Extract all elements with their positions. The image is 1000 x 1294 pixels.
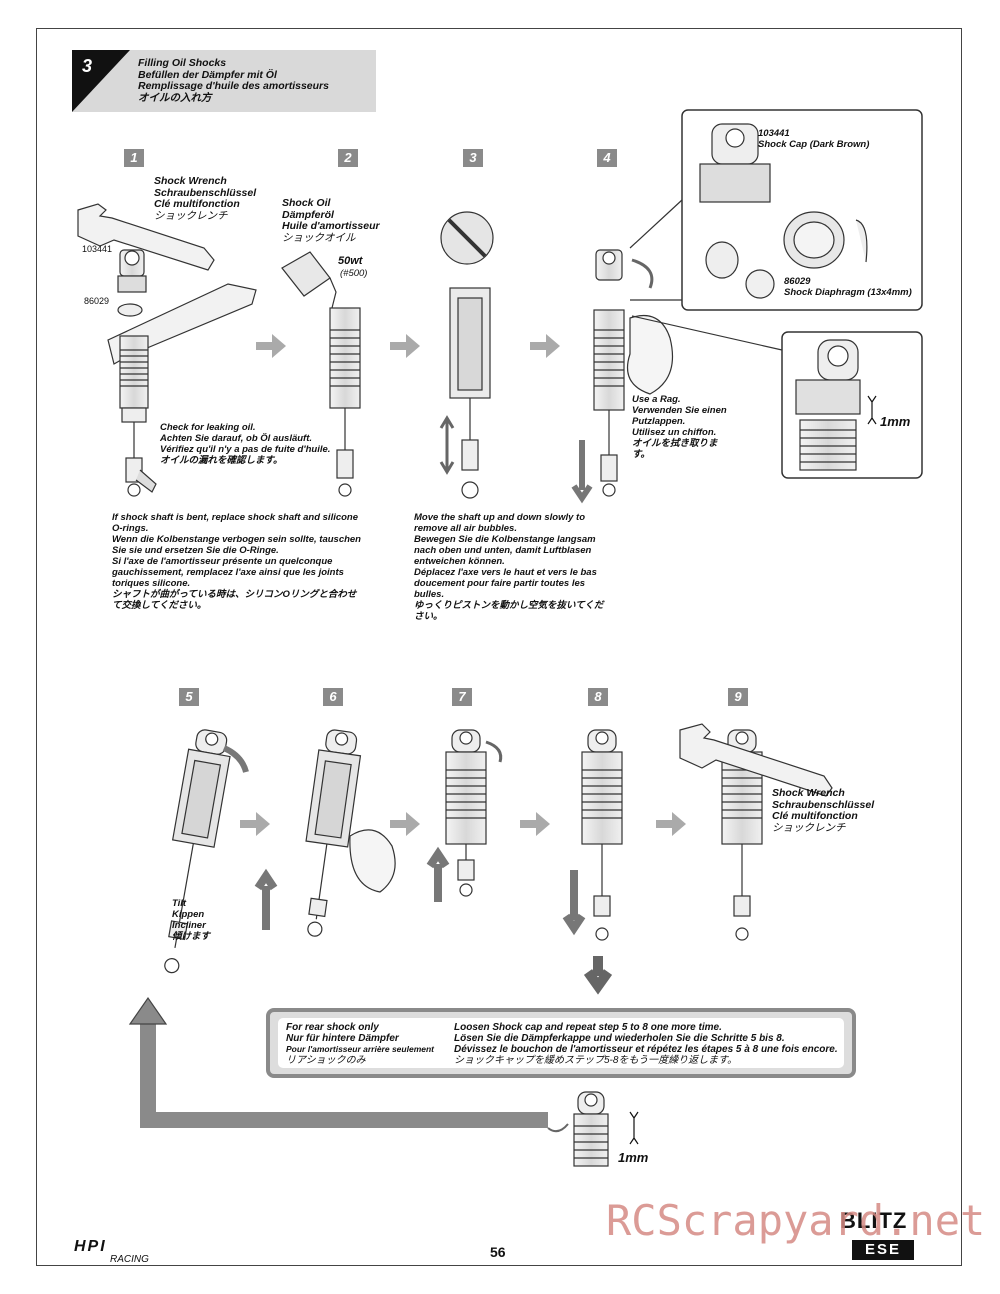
- step1-check-text: Check for leaking oil. Achten Sie darauf…: [160, 422, 331, 466]
- step-badge-3: 3: [463, 149, 483, 167]
- rear-note-right: Loosen Shock cap and repeat step 5 to 8 …: [454, 1022, 838, 1066]
- gap-label: 1mm: [880, 414, 911, 429]
- shock-tilted-icon: [305, 729, 362, 937]
- step-badge-6: 6: [323, 688, 343, 706]
- next-arrow-icon: [390, 334, 420, 358]
- section-number: 3: [82, 56, 93, 76]
- rotate-arrow-icon: [631, 258, 654, 289]
- hpi-logo-sub: RACING: [110, 1254, 149, 1265]
- next-arrow-icon: [656, 812, 686, 836]
- diaphragm-part-label: 86029 Shock Diaphragm (13x4mm): [784, 276, 912, 298]
- next-arrow-icon: [530, 334, 560, 358]
- down-arrow-icon: [562, 870, 586, 936]
- step-badge-9: 9: [728, 688, 748, 706]
- step2-oil-label: Shock Oil Dämpferöl Huile d'amortisseur …: [282, 197, 380, 244]
- step4-rag-text: Use a Rag. Verwenden Sie einen Putzlappe…: [632, 394, 727, 460]
- gap-indicator-icon: [867, 395, 877, 425]
- shock-cap-icon: [117, 249, 147, 293]
- up-down-arrow-icon: [439, 415, 455, 475]
- shock-top-detail-icon: [795, 339, 861, 471]
- shock-body-icon: [119, 335, 157, 497]
- shock-top-detail-icon: [573, 1091, 609, 1167]
- next-arrow-icon: [240, 812, 270, 836]
- part-number-diaphragm: 86029: [84, 296, 110, 306]
- step-badge-8: 8: [588, 688, 608, 706]
- shock-body-icon: [581, 729, 623, 941]
- step-badge-4: 4: [597, 149, 617, 167]
- cap-part-label: 103441 Shock Cap (Dark Brown): [758, 128, 870, 150]
- next-arrow-icon: [256, 334, 286, 358]
- rear-shock-note: For rear shock only Nur für hintere Dämp…: [266, 1008, 856, 1078]
- shock-tilted-icon: [164, 729, 231, 974]
- step-badge-1: 1: [124, 149, 144, 167]
- shock-cap-icon: [705, 241, 775, 299]
- down-arrow-icon: [583, 956, 613, 995]
- shock-body-icon: [593, 249, 625, 497]
- next-arrow-icon: [520, 812, 550, 836]
- step5-tilt-text: Tilt Kippen Incliner 傾けます: [172, 898, 211, 942]
- model-logo-sub: ESE: [852, 1240, 914, 1260]
- up-arrow-icon: [254, 868, 278, 930]
- rear-gap-label: 1mm: [618, 1150, 649, 1165]
- oil-weight: 50wt: [338, 255, 363, 267]
- no-look-icon: [440, 211, 494, 265]
- diaphragm-icon: [117, 303, 143, 317]
- next-arrow-icon: [390, 812, 420, 836]
- shock-wrench-icon: [679, 723, 833, 797]
- step-badge-5: 5: [179, 688, 199, 706]
- rag-icon: [349, 829, 396, 893]
- oil-code: (#500): [340, 268, 368, 279]
- page-number: 56: [490, 1244, 506, 1260]
- watermark: RCScrapyard.net: [606, 1196, 986, 1245]
- model-logo: BLITZ: [840, 1208, 908, 1233]
- section-title: Filling Oil Shocks Befüllen der Dämpfer …: [138, 57, 329, 104]
- rag-icon: [626, 314, 674, 395]
- rotate-arrow-icon: [547, 1123, 569, 1133]
- gap-indicator-icon: [629, 1111, 639, 1145]
- rotate-arrow-icon: [485, 740, 503, 763]
- oil-bottle-icon: [281, 251, 337, 309]
- repeat-loop-arrow: [140, 1020, 548, 1128]
- step3-note: Move the shaft up and down slowly to rem…: [414, 512, 604, 622]
- shock-cap-icon: [699, 123, 771, 203]
- step-badge-7: 7: [452, 688, 472, 706]
- step1-tool-label: Shock Wrench Schraubenschlüssel Clé mult…: [154, 175, 257, 222]
- rotate-arrow-icon: [222, 745, 249, 773]
- shock-body-icon: [445, 729, 487, 897]
- rear-note-left: For rear shock only Nur für hintere Dämp…: [286, 1022, 434, 1066]
- down-arrow-icon: [571, 440, 593, 504]
- shock-wrench-icon: [77, 203, 215, 271]
- up-arrow-icon: [426, 846, 450, 902]
- step-badge-2: 2: [338, 149, 358, 167]
- step9-tool-label: Shock Wrench Schraubenschlüssel Clé mult…: [772, 787, 875, 834]
- shock-cutaway-icon: [449, 287, 491, 499]
- part-number-cap: 103441: [82, 244, 113, 254]
- page-frame: [36, 28, 962, 1266]
- section-number-tab: [72, 50, 130, 112]
- diaphragm-icon: [783, 211, 845, 269]
- hpi-logo: HPI: [74, 1238, 107, 1255]
- shock-body-icon: [329, 307, 361, 497]
- step1-note: If shock shaft is bent, replace shock sh…: [112, 512, 361, 611]
